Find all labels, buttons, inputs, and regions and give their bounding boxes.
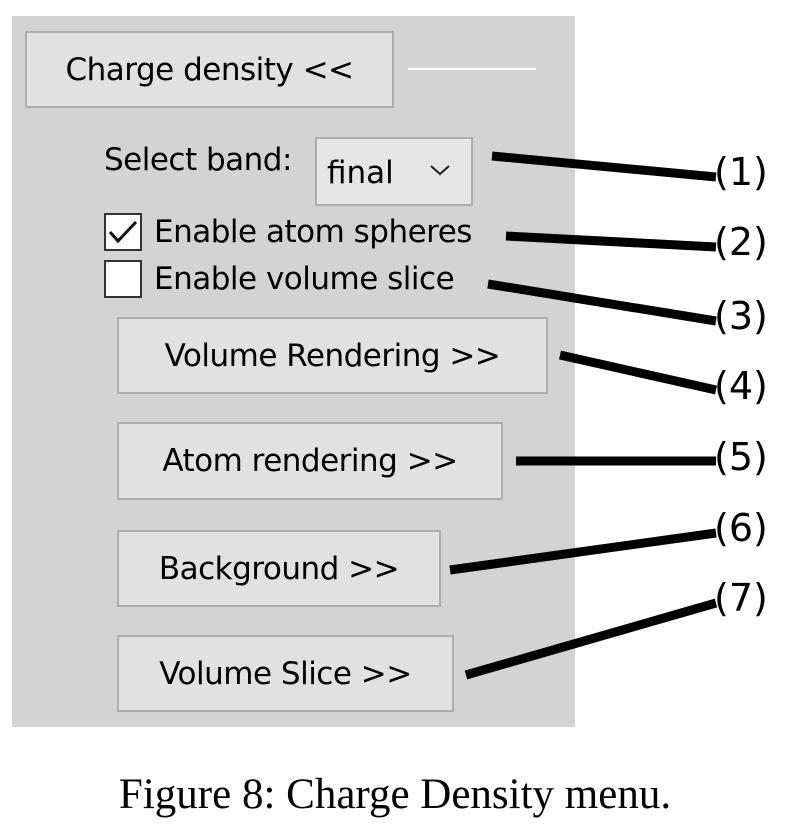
figure-caption: Figure 8: Charge Density menu. (118, 771, 672, 818)
charge-density-toggle-button[interactable]: Charge density << (25, 31, 394, 108)
callout-6: (6) (714, 506, 768, 550)
enable-volume-slice-checkbox[interactable] (104, 260, 142, 298)
volume-rendering-button[interactable]: Volume Rendering >> (117, 317, 548, 394)
callout-2: (2) (714, 220, 768, 264)
select-band-value: final (327, 155, 394, 191)
enable-volume-slice-label: Enable volume slice (154, 261, 455, 297)
chevron-down-icon (430, 165, 450, 176)
callout-3: (3) (714, 294, 768, 338)
select-band-dropdown[interactable]: final (315, 137, 473, 206)
select-band-label: Select band: (104, 142, 292, 178)
enable-atom-spheres-checkbox[interactable] (104, 213, 142, 251)
group-separator-line (408, 68, 536, 70)
callout-4: (4) (714, 364, 768, 408)
atom-rendering-button[interactable]: Atom rendering >> (117, 422, 503, 500)
leader-line-4 (559, 350, 717, 395)
background-button[interactable]: Background >> (117, 530, 441, 607)
callout-5: (5) (714, 435, 768, 479)
checkmark-icon (108, 220, 138, 244)
callout-7: (7) (714, 576, 768, 620)
callout-1: (1) (714, 150, 768, 194)
volume-slice-button[interactable]: Volume Slice >> (117, 635, 454, 712)
enable-atom-spheres-label: Enable atom spheres (154, 214, 472, 250)
